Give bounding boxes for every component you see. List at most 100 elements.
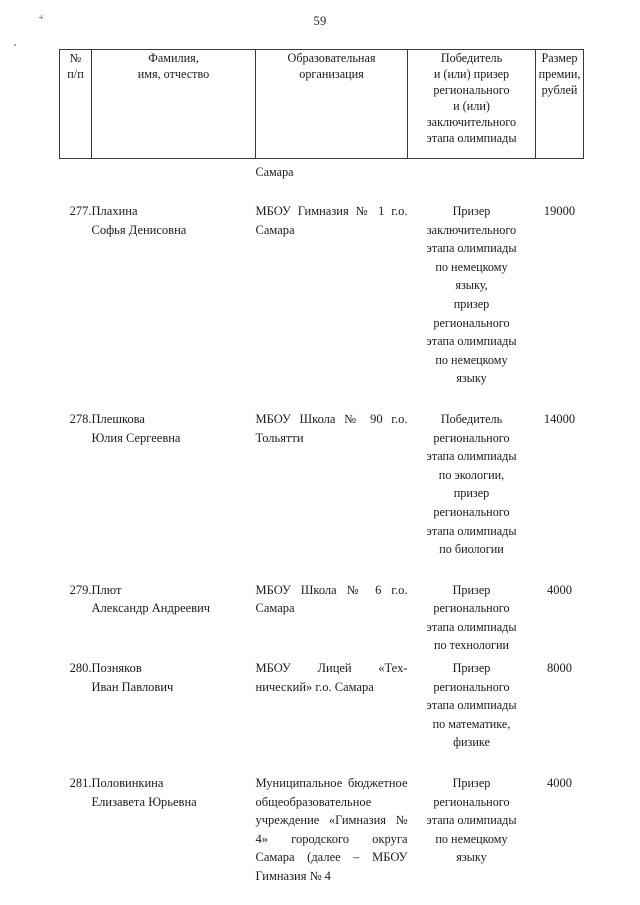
continuation-name-cell: [92, 159, 256, 181]
row-award-line: призер: [453, 296, 490, 311]
row-amount: 4000: [547, 582, 572, 597]
awards-table: № п/п Фамилия, имя, отчество Образовател…: [59, 49, 584, 886]
row-award-line: физике: [453, 735, 490, 750]
row-surname: Плют: [91, 582, 122, 597]
row-award-line: языку: [456, 850, 487, 865]
row-spacer: [60, 559, 584, 581]
column-header-award-line2: и (или) призер: [433, 67, 510, 81]
row-award-line: языку: [456, 371, 487, 386]
row-organization: МБОУ Школа № 90 г.о. Тольятти: [255, 411, 408, 445]
row-number: 277.: [69, 204, 92, 218]
continuation-amount-cell: [536, 159, 584, 181]
row-award-line: Призер: [452, 661, 491, 676]
row-organization: МБОУ Школа № 6 г.о. Самара: [255, 582, 408, 616]
column-header-number-line1: №: [69, 51, 82, 65]
column-header-award: Победитель и (или) призер регионального …: [407, 49, 536, 159]
row-surname: Плешкова: [91, 411, 145, 426]
row-award: Призер регионального этапа олимпиады по …: [408, 659, 536, 752]
row-amount: 14000: [543, 411, 576, 426]
page-number: 59: [313, 14, 327, 28]
row-award: Призер заключительного этапа олимпиады п…: [408, 202, 536, 388]
column-header-fullname-line2: имя, отчество: [137, 67, 210, 81]
row-amount: 4000: [547, 776, 572, 791]
row-fullname: Позняков Иван Павлович: [92, 659, 256, 752]
row-award-line: этапа олимпиады: [426, 241, 517, 256]
row-spacer: [60, 388, 584, 410]
row-award-line: призер: [453, 486, 490, 501]
row-number: 279.: [69, 582, 92, 597]
table-row: 278. Плешкова Юлия Сергеевна МБОУ Школа …: [60, 410, 584, 559]
column-header-award-line6: этапа олимпиады: [426, 131, 517, 145]
continuation-organization-cell: Самара: [255, 165, 294, 179]
row-award: Призер регионального этапа олимпиады по …: [408, 774, 536, 886]
row-award-line: по математике,: [432, 716, 511, 731]
column-header-amount: Размер премии, рублей: [535, 49, 584, 159]
row-award-line: этапа олимпиады: [426, 334, 517, 349]
table-row: 281. Половинкина Елизавета Юрьевна Муниц…: [60, 774, 584, 886]
row-award-line: Призер: [452, 204, 491, 218]
row-organization: МБОУ Гимназия № 1 г.о. Самара: [255, 204, 408, 237]
row-award-line: Победитель: [440, 411, 503, 426]
row-amount: 8000: [547, 661, 572, 676]
row-award-line: этапа олимпиады: [426, 698, 517, 713]
column-header-amount-line3: рублей: [541, 83, 578, 97]
column-header-amount-line2: премии,: [538, 67, 581, 81]
row-award-line: по немецкому: [435, 831, 508, 846]
continuation-row: Самара: [60, 159, 584, 181]
row-award-line: регионального: [433, 504, 510, 519]
row-organization: МБОУ Лицей «Тех­нический» г.о. Сама­ра: [255, 661, 408, 694]
column-header-fullname: Фамилия, имя, отчество: [91, 49, 256, 159]
row-award: Призер регионального этапа олимпиады по …: [408, 581, 536, 655]
column-header-organization-line1: Образовательная: [287, 51, 376, 65]
column-header-award-line4: и (или): [453, 99, 490, 113]
table-row: 280. Позняков Иван Павлович МБОУ Лицей «…: [60, 659, 584, 752]
row-award: Победитель регионального этапа олимпиады…: [408, 410, 536, 559]
row-award-line: Призер: [452, 776, 491, 791]
column-header-number-line2: п/п: [67, 67, 84, 81]
row-award-line: по биологии: [439, 542, 504, 557]
row-award-line: Призер: [452, 582, 491, 597]
row-award-line: регионального: [433, 315, 510, 330]
row-award-line: регионального: [433, 601, 510, 616]
row-fullname: Плешкова Юлия Сергеевна: [92, 410, 256, 559]
row-award-line: регионального: [433, 679, 510, 694]
row-surname: Позняков: [91, 661, 142, 676]
row-fullname: Половинкина Елизавета Юрьевна: [92, 774, 256, 886]
column-header-award-line3: регионального: [433, 83, 510, 97]
row-award-line: этапа олимпиады: [426, 619, 517, 634]
row-award-line: этапа олимпиады: [426, 813, 517, 828]
column-header-number: № п/п: [59, 49, 92, 159]
row-amount: 19000: [543, 204, 576, 218]
row-surname: Половинкина: [91, 776, 164, 791]
row-given-patronymic: Иван Павлович: [91, 679, 174, 694]
table-row: 277. Плахина Софья Денисовна МБОУ Гимназ…: [60, 202, 584, 388]
column-header-organization-line2: организация: [299, 67, 364, 81]
row-award-line: по технологии: [433, 638, 509, 653]
row-award-line: регионального: [433, 430, 510, 445]
continuation-number-cell: [60, 159, 92, 181]
scan-artifact-speck: [14, 44, 16, 46]
continuation-award-cell: [408, 159, 536, 181]
row-award-line: заключительного: [426, 222, 517, 237]
row-given-patronymic: Александр Андреевич: [91, 601, 211, 616]
row-given-patronymic: Юлия Сергеевна: [91, 430, 181, 445]
row-award-line: регионального: [433, 794, 510, 809]
row-surname: Плахина: [91, 204, 138, 218]
row-number: 280.: [69, 661, 92, 676]
table-row: 279. Плют Александр Андреевич МБОУ Школа…: [60, 581, 584, 655]
row-award-line: этапа олимпиады: [426, 449, 517, 464]
row-award-line: по немецкому: [435, 352, 508, 367]
column-header-award-line5: заключительного: [426, 115, 517, 129]
row-award-line: языку,: [455, 278, 488, 293]
row-spacer: [60, 180, 584, 202]
row-award-line: по экологии,: [438, 467, 505, 482]
row-number: 278.: [69, 411, 92, 426]
column-header-amount-line1: Размер: [541, 51, 578, 65]
row-spacer: [60, 752, 584, 774]
row-given-patronymic: Софья Денисовна: [91, 222, 187, 237]
row-fullname: Плют Александр Андреевич: [92, 581, 256, 655]
row-given-patronymic: Елизавета Юрьевна: [91, 794, 197, 809]
row-fullname: Плахина Софья Денисовна: [92, 202, 256, 388]
column-header-fullname-line1: Фамилия,: [148, 51, 199, 65]
table-header-row: № п/п Фамилия, имя, отчество Образовател…: [59, 49, 584, 159]
